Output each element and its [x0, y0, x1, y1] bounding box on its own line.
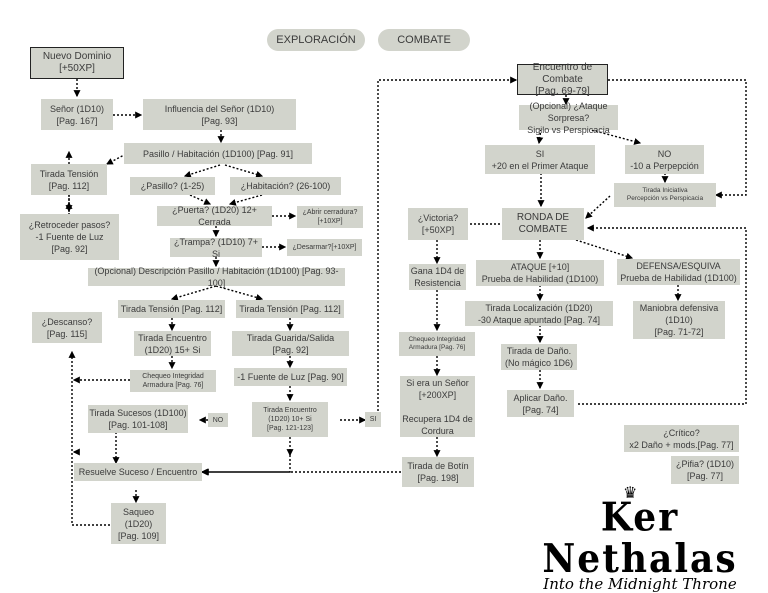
- critico-box: ¿Crítico? x2 Daño + mods.[Pag. 77]: [624, 425, 739, 452]
- influencia-box: Influencia del Señor (1D10) [Pag. 93]: [143, 99, 296, 130]
- retroceder-box: ¿Retroceder pasos? -1 Fuente de Luz [Pag…: [20, 214, 119, 260]
- trampa-box: ¿Trampa? (1D10) 7+ Si: [170, 237, 262, 259]
- logo-title: Ker Nethalas: [542, 494, 738, 582]
- aplicar-dano-box: Aplicar Daño. [Pag. 74]: [507, 390, 574, 417]
- abrir-cerradura-box: ¿Abrir cerradura? [+10XP]: [297, 206, 363, 228]
- resuelve-box: Resuelve Suceso / Encuentro: [74, 463, 202, 481]
- tension-habitacion-box: Tirada Tensión [Pag. 112]: [236, 300, 344, 318]
- tirada-tension-left-box: Tirada Tensión [Pag. 112]: [31, 164, 107, 195]
- iniciativa-box: Tirada Iniciativa Percepción vs Perspica…: [614, 183, 716, 207]
- habitacion-question-box: ¿Habitación? (26-100): [230, 177, 341, 195]
- botin-box: Tirada de Botín [Pag. 198]: [402, 457, 474, 487]
- gana-resistencia-box: Gana 1D4 de Resistencia: [409, 264, 466, 290]
- descanso-box: ¿Descanso? [Pag. 115]: [32, 312, 102, 343]
- tab-exploracion[interactable]: EXPLORACIÓN: [267, 29, 365, 51]
- ataque-box: ATAQUE [+10] Prueba de Habilidad (1D100): [476, 260, 604, 286]
- no-branch-box: NO -10 a Perpepción: [625, 145, 704, 174]
- chequeo-left-box: Chequeo Integridad Armadura [Pag. 76]: [130, 370, 216, 392]
- descripcion-box: (Opcional) Descripción Pasillo / Habitac…: [88, 266, 345, 288]
- tab-combate[interactable]: COMBATE: [378, 29, 470, 51]
- pasillo-habitacion-box: Pasillo / Habitación (1D100) [Pag. 91]: [124, 143, 312, 164]
- localizacion-box: Tirada Localización (1D20) -30 Ataque ap…: [465, 301, 613, 326]
- si-branch-box: SI +20 en el Primer Ataque: [485, 145, 595, 174]
- desarmar-box: ¿Desarmar?[+10XP]: [287, 239, 362, 256]
- pasillo-question-box: ¿Pasillo? (1-25): [130, 177, 215, 195]
- puerta-box: ¿Puerta? (1D20) 12+ Cerrada: [157, 205, 272, 227]
- no-label-box: NO: [208, 413, 228, 427]
- chequeo-right-box: Chequeo Integridad Armadura [Pag. 76]: [399, 332, 475, 356]
- encuentro-10-box: Tirada Encuentro (1D20) 10+ Si [Pag. 121…: [252, 402, 328, 437]
- maniobra-box: Maniobra defensiva (1D10) [Pag. 71-72]: [633, 301, 725, 339]
- guarida-box: Tirada Guarida/Salida [Pag. 92]: [232, 331, 349, 356]
- dano-box: Tirada de Daño. (No mágico 1D6): [501, 344, 577, 370]
- si-label-box: SI: [365, 412, 381, 427]
- ataque-sorpresa-box: (Opcional) ¿Ataque Sorpresa? Sigilo vs P…: [519, 101, 618, 135]
- pifia-box: ¿Pifia? (1D10) [Pag. 77]: [671, 456, 739, 484]
- senor-200-box: Si era un Señor [+200XP] Recupera 1D4 de…: [400, 376, 475, 437]
- victoria-box: ¿Victoria? [+50XP]: [408, 208, 468, 240]
- nuevo-dominio-box: Nuevo Dominio [+50XP]: [30, 47, 124, 79]
- sucesos-box: Tirada Sucesos (1D100) [Pag. 101-108]: [88, 405, 188, 433]
- crown-icon: ♛: [623, 485, 638, 502]
- senor-box: Señor (1D10) [Pag. 167]: [41, 99, 113, 130]
- encuentro-combate-box: Encuentro de Combate [Pag. 69-79]: [517, 62, 608, 97]
- saqueo-box: Saqueo (1D20) [Pag. 109]: [111, 503, 166, 544]
- fuente-luz-box: -1 Fuente de Luz [Pag. 90]: [234, 368, 347, 386]
- game-logo: Ker Nethalas Into the Midnight Throne: [530, 496, 750, 592]
- encuentro-15-box: Tirada Encuentro (1D20) 15+ Si: [134, 331, 211, 356]
- tension-pasillo-box: Tirada Tensión [Pag. 112]: [118, 300, 225, 318]
- defensa-box: DEFENSA/ESQUIVA Prueba de Habilidad (1D1…: [617, 259, 740, 285]
- ronda-box: RONDA DE COMBATE: [502, 208, 584, 240]
